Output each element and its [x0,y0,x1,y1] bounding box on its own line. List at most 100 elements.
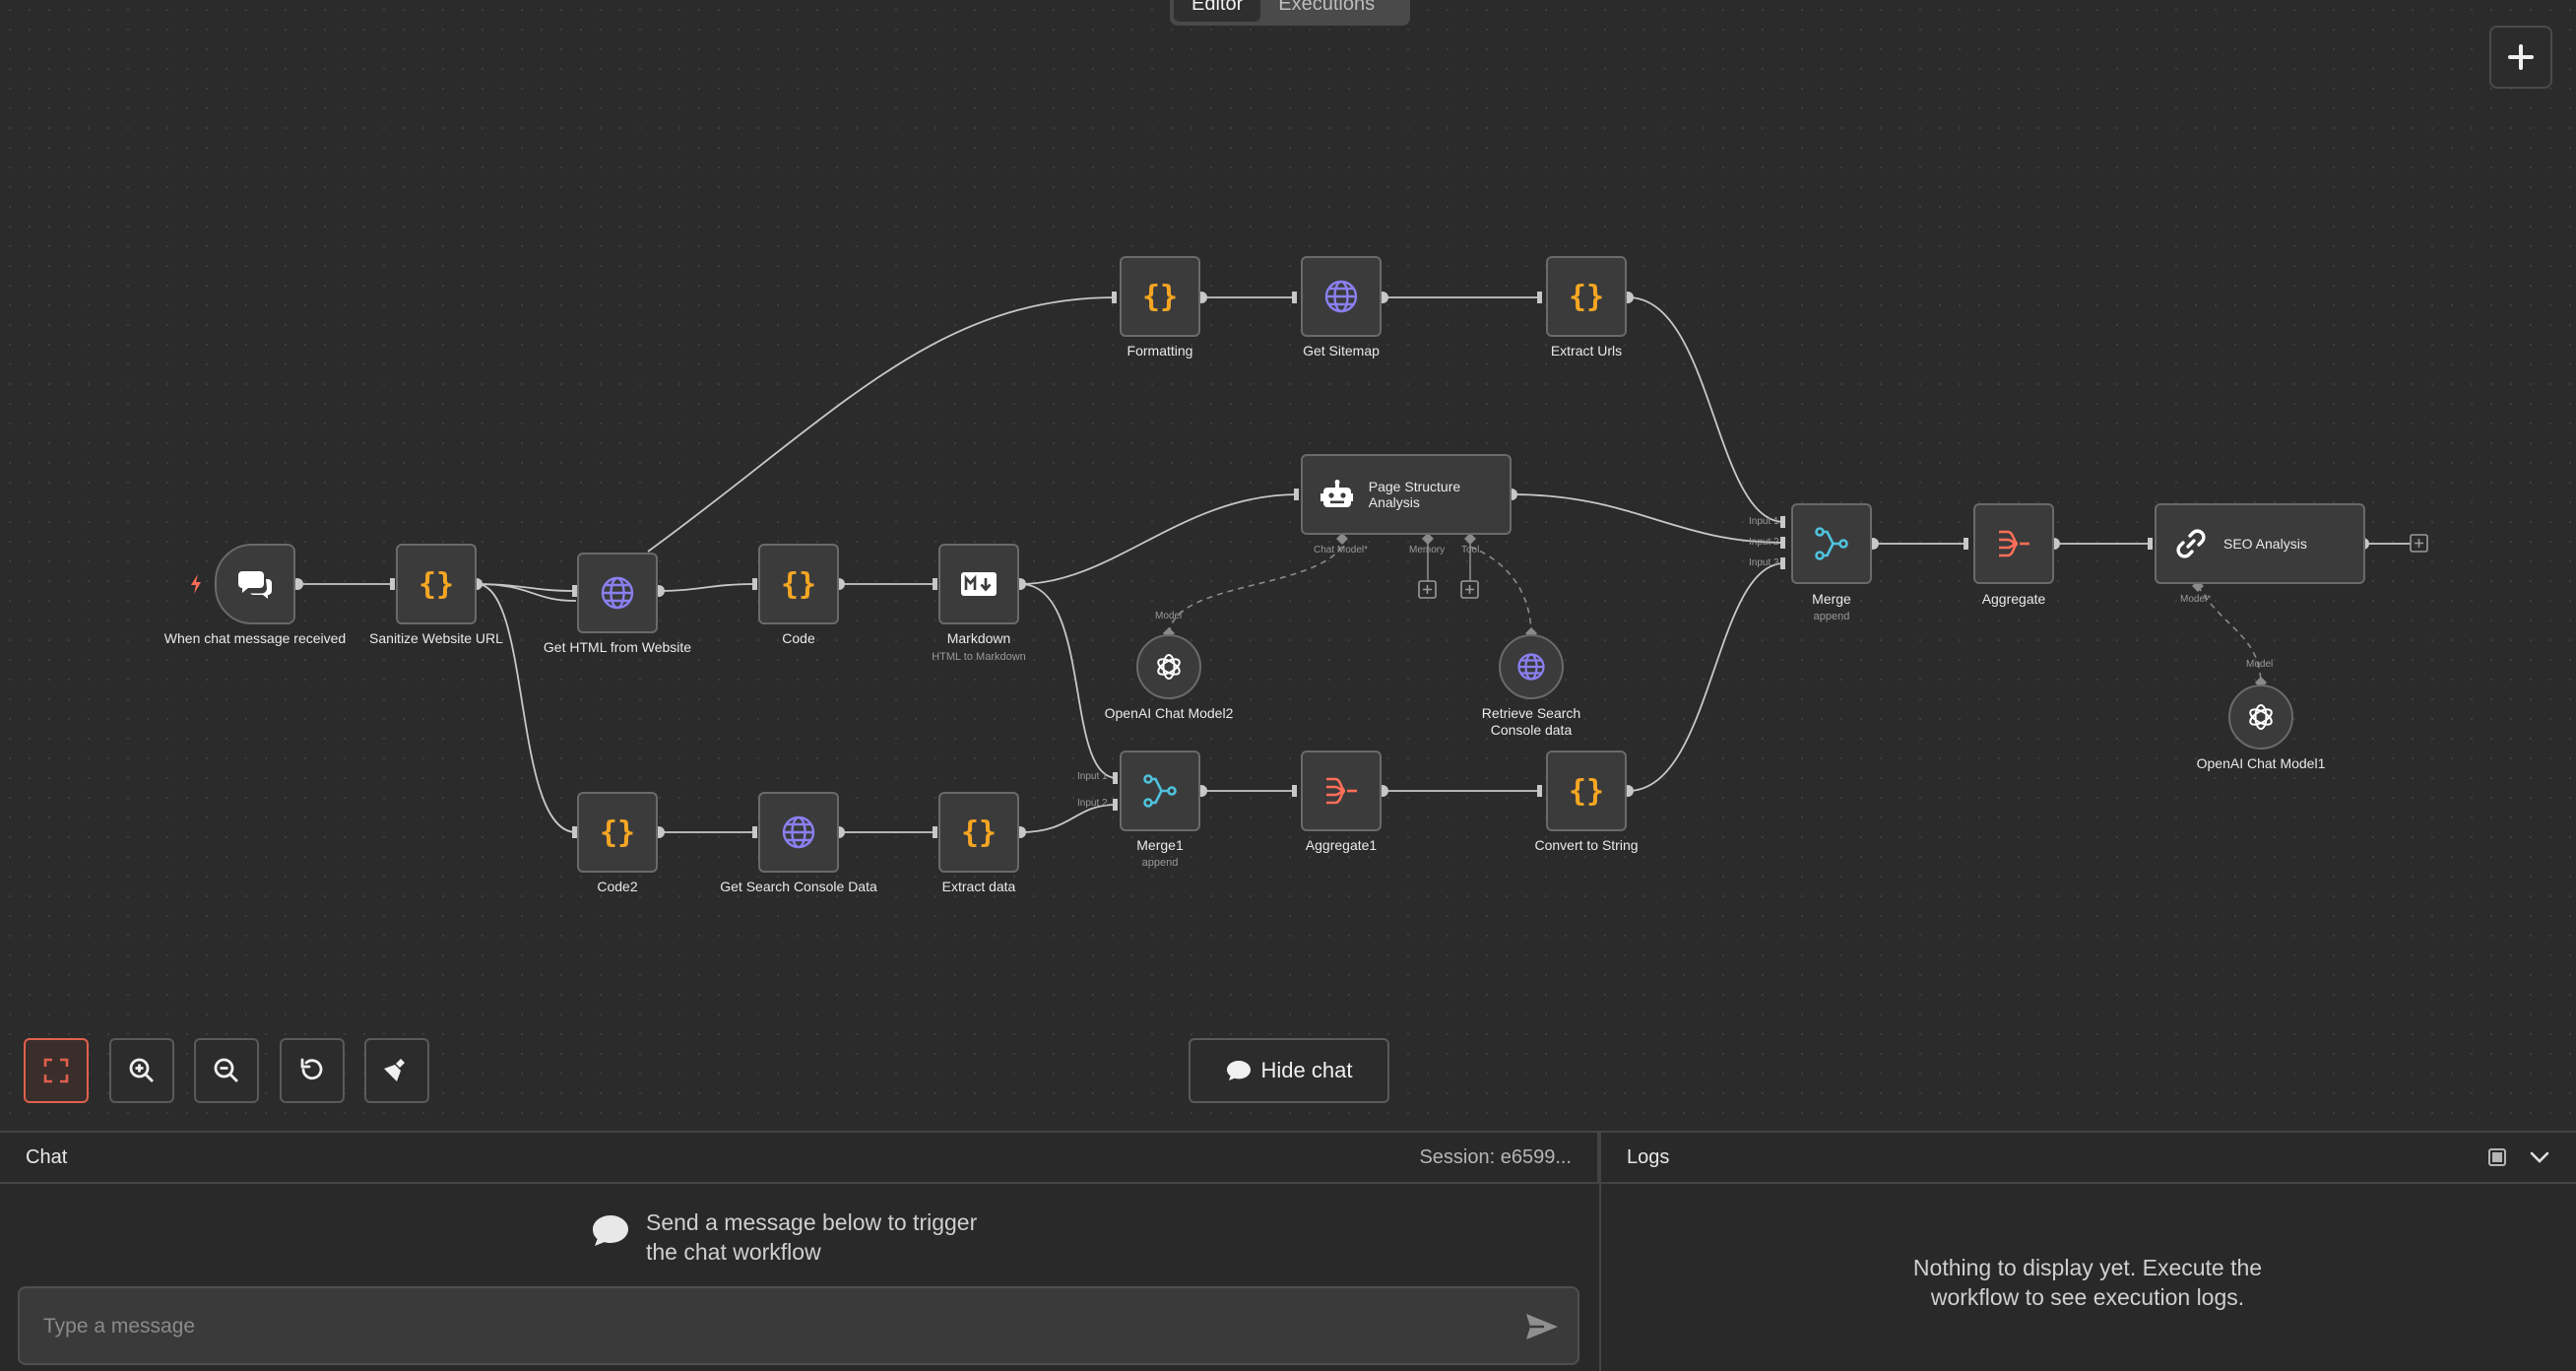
zoom-in-button[interactable] [109,1038,174,1103]
node-openai-chat-model1[interactable] [2228,685,2293,750]
chat-empty-line1: Send a message below to trigger [646,1209,978,1235]
openai-icon [1157,654,1181,680]
markdown-icon [961,572,997,596]
merge-icon [1815,527,1848,560]
zoom-out-button[interactable] [194,1038,259,1103]
logs-empty-state: Nothing to display yet. Execute the work… [1912,1255,2263,1310]
node-label: SEO Analysis [2223,536,2307,552]
node-sublabel: append [1141,857,1179,869]
chat-bubble-icon [1226,1061,1251,1080]
node-convert-to-string[interactable]: {} [1546,751,1627,831]
node-retrieve-search-console-data[interactable] [1499,634,1564,699]
node-extract-urls[interactable]: {} [1546,256,1627,337]
undo-icon [300,1058,323,1080]
node-label: Formatting [1127,343,1193,359]
node-page-structure-analysis[interactable]: Page Structure Analysis [1301,454,1512,535]
port-label: Model [2246,659,2274,670]
port-label: Input 1 [1077,771,1108,782]
node-label: Code [782,630,815,646]
node-sublabel: append [1813,611,1850,622]
tab-executions[interactable]: Executions [1278,0,1376,15]
node-code[interactable]: {} [758,544,839,624]
node-label: Code2 [597,879,638,894]
code-braces-icon: {} [781,567,816,602]
logs-panel-title: Logs [1627,1145,1670,1168]
node-seo-analysis[interactable]: SEO Analysis [2155,503,2365,584]
reset-zoom-button[interactable] [280,1038,345,1103]
port-label: Model* [2180,594,2212,605]
lightning-icon [191,574,201,594]
node-merge1[interactable] [1120,751,1200,831]
svg-text:{}: {} [961,816,997,850]
node-merge[interactable] [1791,503,1872,584]
port-label: Tool [1461,545,1480,555]
add-node-button[interactable] [2489,26,2552,89]
view-tabs: Editor Executions [1170,0,1410,26]
node-label: Convert to String [1534,837,1639,853]
port-label: Input 2 [1077,798,1108,809]
fit-view-icon [43,1058,69,1083]
merge-icon [1143,774,1177,808]
chat-empty-state: Send a message below to trigger the chat… [591,1208,977,1267]
node-markdown[interactable] [938,544,1019,624]
code-braces-icon: {} [419,567,454,602]
code-braces-icon: {} [1142,280,1178,314]
aggregate-icon [1999,530,2029,557]
port-label: Memory [1409,545,1446,555]
code-braces-icon: {} [1569,774,1604,809]
port-label: Model [1155,611,1183,621]
node-sublabel: HTML to Markdown [932,651,1026,663]
node-aggregate1[interactable] [1301,751,1382,831]
plus-icon [2508,44,2534,70]
globe-icon [1324,280,1358,313]
port-label: Input 1 [1749,516,1779,527]
chat-bubble-icon [593,1215,628,1246]
tab-editor[interactable]: Editor [1174,0,1261,22]
workflow-canvas[interactable]: Editor Executions [0,0,2576,1131]
port-label: Input 2 [1749,537,1779,548]
node-code2[interactable]: {} [577,792,658,873]
node-aggregate[interactable] [1973,503,2054,584]
link-icon [2176,529,2206,558]
node-label: Markdown [946,630,1011,646]
code-braces-icon: {} [600,816,635,850]
node-label: Get Sitemap [1303,343,1380,359]
chat-panel-title: Chat [26,1145,68,1168]
svg-text:{}: {} [419,567,454,602]
node-label: Extract data [941,879,1016,894]
node-label: OpenAI Chat Model2 [1104,705,1234,721]
tidy-up-button[interactable] [364,1038,429,1103]
node-sanitize-website-url[interactable]: {} [396,544,477,624]
globe-icon [1517,653,1545,681]
chat-input-box [18,1286,1579,1365]
connections [291,292,2428,838]
svg-text:{}: {} [1569,280,1604,314]
node-label: Retrieve Search Console data [1481,705,1581,738]
fit-view-button[interactable] [24,1038,89,1103]
port-label: Chat Model* [1314,545,1369,555]
chat-message-input[interactable] [41,1310,1503,1343]
chat-empty-line2: the chat workflow [646,1239,821,1265]
node-get-html-from-website[interactable] [577,553,658,633]
node-formatting[interactable]: {} [1120,256,1200,337]
chevron-down-icon[interactable] [2529,1150,2550,1164]
globe-icon [601,576,634,610]
zoom-out-icon [214,1058,238,1082]
hide-chat-button[interactable]: Hide chat [1189,1038,1389,1103]
node-when-chat-message-received[interactable] [215,544,295,624]
node-openai-chat-model2[interactable] [1136,634,1201,699]
node-get-search-console-data[interactable] [758,792,839,873]
popout-icon[interactable] [2487,1147,2507,1167]
node-extract-data[interactable]: {} [938,792,1019,873]
svg-text:{}: {} [1569,774,1604,809]
node-label: OpenAI Chat Model1 [2196,755,2326,771]
node-label: Sanitize Website URL [369,630,503,646]
send-icon[interactable] [1524,1312,1560,1341]
logs-panel-header: Logs [1601,1133,2576,1184]
node-get-sitemap[interactable] [1301,256,1382,337]
broom-icon [384,1059,405,1081]
openai-icon [2249,704,2273,730]
session-id: Session: e6599... [1419,1145,1572,1168]
node-label: Extract Urls [1550,343,1623,359]
code-braces-icon: {} [1569,280,1604,314]
